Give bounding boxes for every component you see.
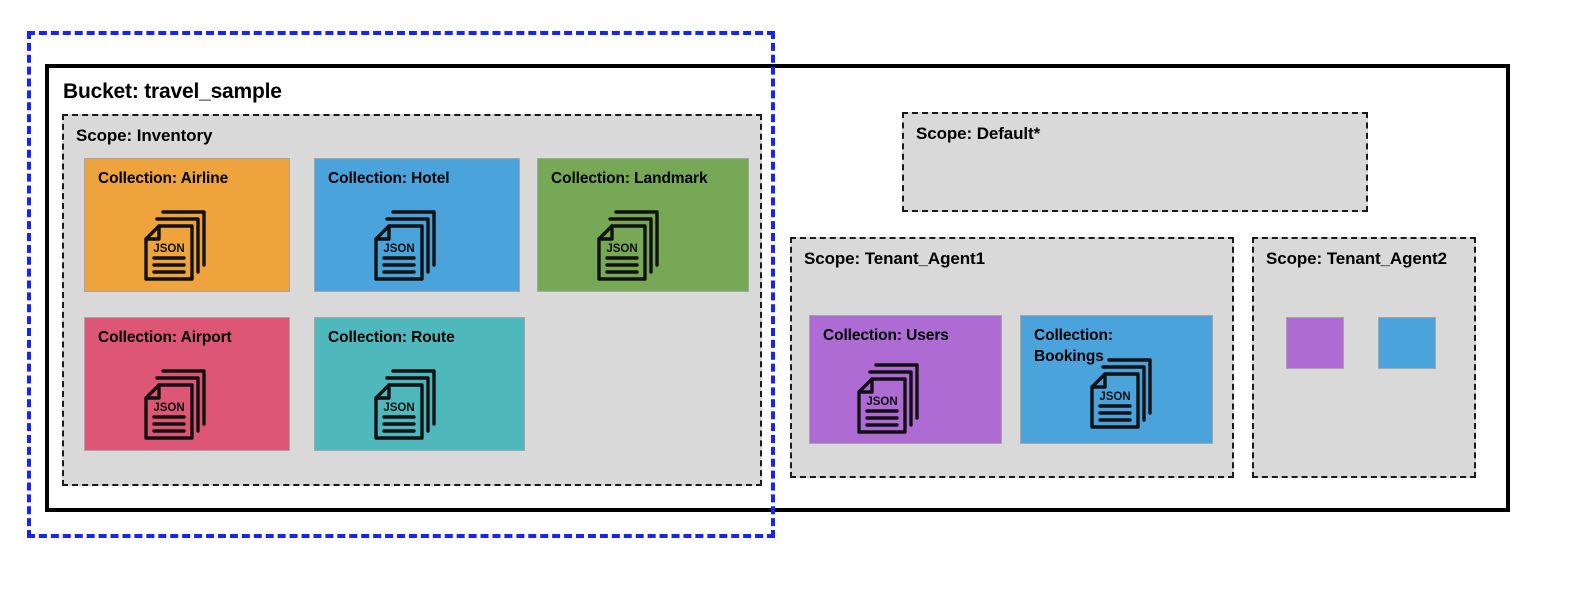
json-icon-label: JSON [866,396,897,408]
collection-landmark[interactable]: Collection: Landmark JSON [537,158,749,292]
json-documents-icon: JSON [374,210,436,281]
json-icon-label: JSON [383,402,414,414]
json-documents-icon: JSON [597,210,659,281]
scope-tenant-agent2[interactable]: Scope: Tenant_Agent2 [1252,237,1476,478]
json-icon-label: JSON [606,243,637,255]
json-icon-label: JSON [153,243,184,255]
collection-users[interactable]: Collection: Users JSON [809,315,1002,444]
scope-inventory[interactable]: Scope: Inventory Collection: Airline JSO… [62,114,762,486]
collection-swatch-blue[interactable] [1378,317,1436,369]
json-icon-label: JSON [383,243,414,255]
collection-airport[interactable]: Collection: Airport JSON [84,317,290,451]
json-documents-icon: JSON [144,210,206,281]
collection-hotel-label: Collection: Hotel [328,170,450,187]
collection-route-label: Collection: Route [328,329,455,346]
scope-tenant-agent2-title: Scope: Tenant_Agent2 [1266,249,1447,268]
scope-default[interactable]: Scope: Default* [902,112,1368,212]
json-documents-icon: JSON [857,363,919,434]
collection-swatch-purple[interactable] [1286,317,1344,369]
scope-inventory-title: Scope: Inventory [76,126,213,145]
json-documents-icon: JSON [144,369,206,440]
collection-airline-label: Collection: Airline [98,170,229,187]
json-icon-label: JSON [1099,391,1130,403]
collection-airport-label: Collection: Airport [98,329,232,346]
json-icon-label: JSON [153,402,184,414]
collection-airline[interactable]: Collection: Airline JSON [84,158,290,292]
scope-tenant-agent1[interactable]: Scope: Tenant_Agent1 Collection: Users J… [790,237,1234,478]
collection-bookings[interactable]: Collection: Bookings JSON [1020,315,1213,444]
scope-tenant-agent1-title: Scope: Tenant_Agent1 [804,249,985,268]
collection-landmark-label: Collection: Landmark [551,170,708,187]
json-documents-icon: JSON [374,369,436,440]
bucket-title: Bucket: travel_sample [63,80,282,103]
scope-default-title: Scope: Default* [916,124,1041,143]
collection-route[interactable]: Collection: Route JSON [314,317,525,451]
collection-users-label: Collection: Users [823,327,949,344]
collection-bookings-label: Collection: Bookings [1034,327,1113,365]
collection-hotel[interactable]: Collection: Hotel JSON [314,158,520,292]
